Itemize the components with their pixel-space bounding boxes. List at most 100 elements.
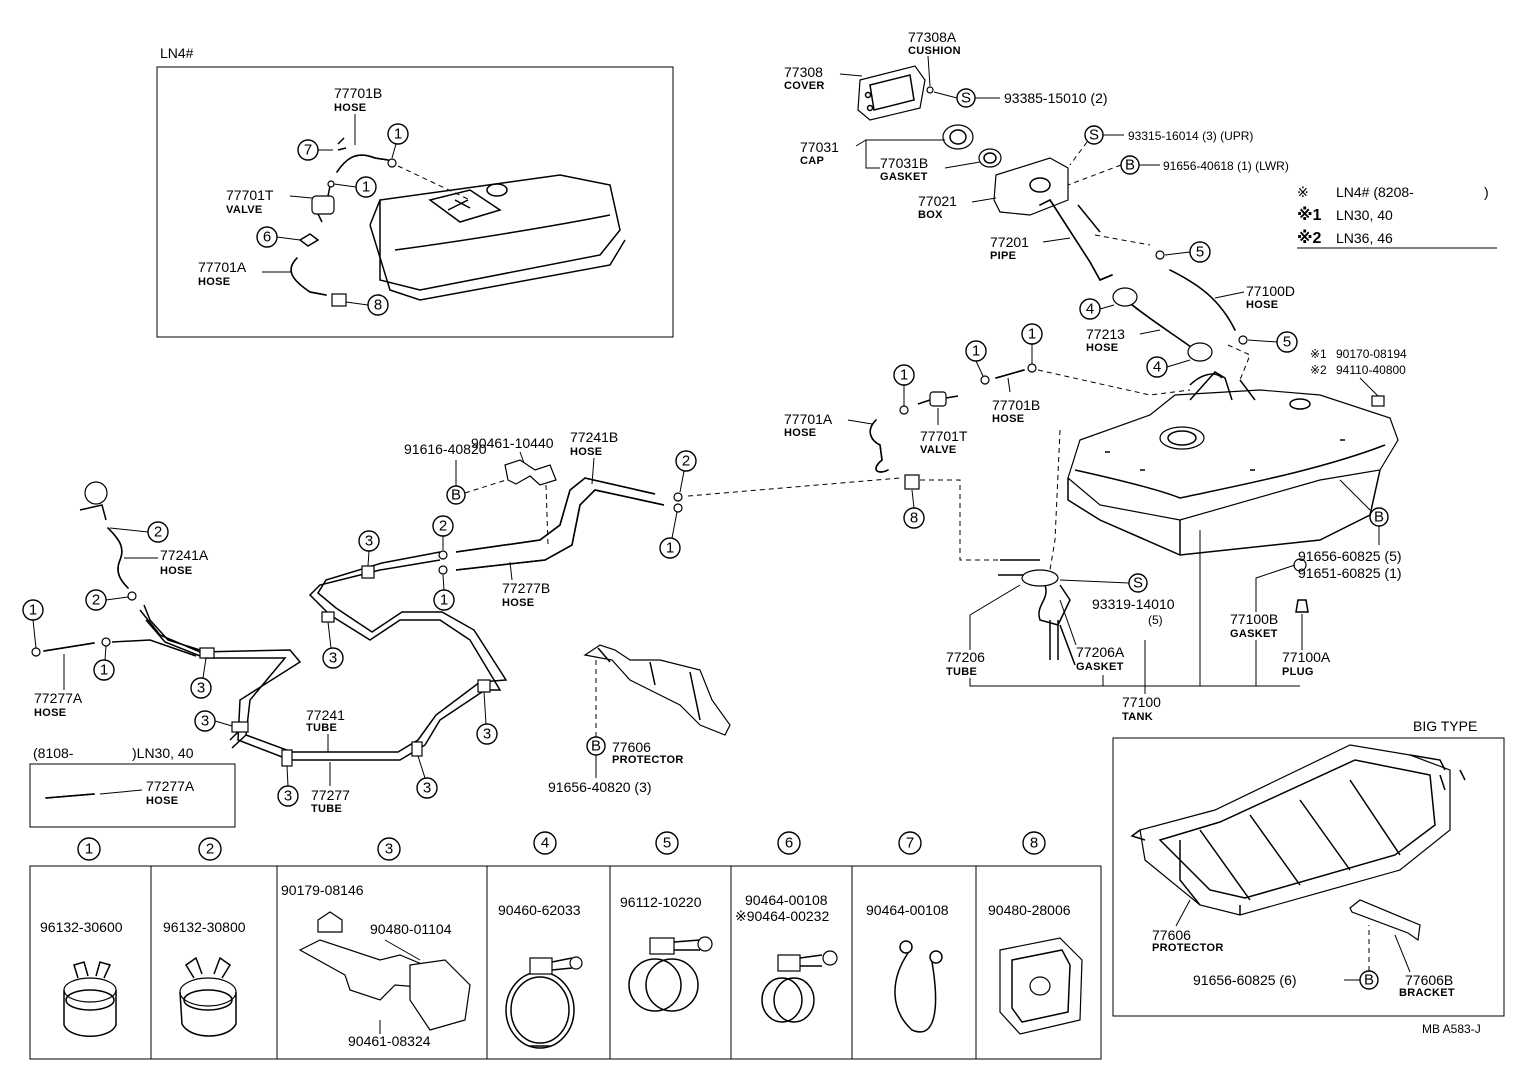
screw-2-part: 93315-16014 (3) (UPR) — [1128, 129, 1253, 143]
filler-callout-4a: 4 — [1079, 298, 1101, 320]
cushion-name: CUSHION — [908, 45, 961, 57]
inset-ln30-part: 77277A — [146, 778, 195, 794]
tank-callout-1b: 1 — [965, 340, 987, 362]
plug-77100a-part: 77100A — [1282, 649, 1331, 665]
bolt-b-callout-1: B — [1120, 155, 1140, 175]
big-type-label: BIG TYPE — [1413, 718, 1477, 734]
box-name: BOX — [918, 209, 943, 221]
box-part: 77021 — [918, 193, 957, 209]
svg-text:3: 3 — [284, 788, 292, 805]
hose-77100d-part: 77100D — [1246, 283, 1295, 299]
hose-77277b-part: 77277B — [502, 580, 550, 596]
hose-77277a-part: 77277A — [34, 690, 83, 706]
table-col-4: 4 90460-62033 — [498, 831, 583, 1049]
inset-valve-77701t-name: VALVE — [226, 204, 263, 216]
table-col-1: 1 96132-30600 — [40, 837, 123, 1037]
legend-mark-2: ※1 — [1297, 206, 1322, 224]
tank-77100-name: TANK — [1122, 711, 1153, 723]
big-protector-name: PROTECTOR — [1152, 942, 1224, 954]
lines-bolt-b-callout-1: B — [446, 485, 466, 505]
svg-text:1: 1 — [100, 662, 108, 679]
hose-77277b-name: HOSE — [502, 597, 534, 609]
lines-callout-1d: 1 — [93, 659, 115, 681]
svg-text:1: 1 — [1028, 326, 1036, 343]
protector-77606-name: PROTECTOR — [612, 754, 684, 766]
tank-bolt-part-2: 91651-60825 (1) — [1298, 565, 1402, 581]
screw-s-callout-2: S — [1084, 125, 1104, 145]
tank-screw-s-callout: S — [1128, 573, 1148, 593]
tube-77206-name: TUBE — [946, 666, 977, 678]
big-bolt-part: 91656-60825 (6) — [1193, 972, 1297, 988]
svg-text:4: 4 — [541, 835, 549, 852]
lines-callout-1c: 1 — [22, 599, 44, 621]
clamp-90461-part: 90461-10440 — [471, 435, 554, 451]
svg-text:5: 5 — [1283, 334, 1291, 351]
table-col-2: 2 96132-30800 — [163, 837, 246, 1037]
hose-77100d-name: HOSE — [1246, 299, 1278, 311]
hose-77241a-part: 77241A — [160, 547, 209, 563]
legend-text-2: LN30, 40 — [1336, 207, 1393, 223]
svg-text:3: 3 — [201, 713, 209, 730]
inset-ln4-label: LN4# — [160, 45, 194, 61]
svg-text:1: 1 — [972, 343, 980, 360]
inset-callout-1a: 1 — [387, 123, 409, 145]
svg-text:2: 2 — [154, 524, 162, 541]
pipe-part: 77201 — [990, 234, 1029, 250]
reference-code: MB A583-J — [1422, 1022, 1481, 1036]
filler-assembly: 77308A CUSHION 77308 COVER S 93385-15010… — [784, 29, 1298, 386]
svg-text:S: S — [1133, 575, 1143, 592]
filler-callout-5b: 5 — [1276, 331, 1298, 353]
lines-callout-3e: 3 — [476, 723, 498, 745]
tank-valve-77701t-name: VALVE — [920, 444, 957, 456]
svg-text:2: 2 — [92, 592, 100, 609]
svg-text:B: B — [1374, 509, 1384, 526]
table-6-part-2: ※90464-00232 — [735, 908, 829, 924]
table-2-part: 96132-30800 — [163, 919, 246, 935]
tank-callout-1c: 1 — [1021, 323, 1043, 345]
gasket-name: GASKET — [880, 171, 928, 183]
bolt-91616-part: 91616-40820 — [404, 441, 487, 457]
lines-callout-2a: 2 — [675, 450, 697, 472]
svg-text:3: 3 — [423, 780, 431, 797]
screw-1-part: 93385-15010 (2) — [1004, 90, 1108, 106]
protector-77606-part: 77606 — [612, 739, 651, 755]
bolt-91656-part: 91656-40820 (3) — [548, 779, 652, 795]
svg-text:7: 7 — [906, 835, 914, 852]
tube-77241-part: 77241 — [306, 707, 345, 723]
lines-callout-3g: 3 — [416, 777, 438, 799]
inset-ln30: (8108- )LN30, 40 77277A HOSE — [29, 745, 236, 828]
svg-text:3: 3 — [197, 680, 205, 697]
valve-77701t-shape — [311, 180, 335, 223]
svg-text:4: 4 — [1153, 359, 1161, 376]
inset-callout-6: 6 — [256, 226, 278, 248]
gasket-77100b-name: GASKET — [1230, 628, 1278, 640]
lines-callout-2c: 2 — [147, 521, 169, 543]
svg-text:3: 3 — [365, 533, 373, 550]
tank-screw-qty: (5) — [1148, 613, 1163, 627]
tube-77277-name: TUBE — [311, 803, 342, 815]
hose-77213-name: HOSE — [1086, 342, 1118, 354]
lines-callout-3a: 3 — [358, 530, 380, 552]
tank-hose-77701b-part: 77701B — [992, 397, 1040, 413]
table-6-part-1: 90464-00108 — [745, 892, 828, 908]
cover-part: 77308 — [784, 64, 823, 80]
svg-text:S: S — [961, 90, 971, 107]
legend-mark-3: ※2 — [1297, 229, 1322, 247]
inset-ln30-label-open: (8108- — [33, 745, 74, 761]
legend-mark-1: ※ — [1297, 184, 1309, 200]
svg-text:3: 3 — [329, 650, 337, 667]
tank-77100-part: 77100 — [1122, 694, 1161, 710]
big-bracket-name: BRACKET — [1399, 987, 1455, 999]
table-3-part-2: 90480-01104 — [370, 921, 452, 937]
tank-top-sketch — [369, 174, 626, 301]
inset-ln4: LN4# 77701B HOSE 77701T VALV — [156, 45, 674, 338]
tank-bolt-b-callout: B — [1369, 507, 1389, 527]
inset-ln30-name: HOSE — [146, 795, 178, 807]
table-col-6: 6 90464-00108 ※90464-00232 — [735, 831, 838, 1023]
tank-callout-1a: 1 — [893, 364, 915, 386]
nut-1-mark: ※1 — [1310, 347, 1327, 361]
nut-2-mark: ※2 — [1310, 363, 1327, 377]
svg-text:6: 6 — [263, 229, 271, 246]
gasket-77100b-part: 77100B — [1230, 611, 1278, 627]
pipe-name: PIPE — [990, 250, 1016, 262]
